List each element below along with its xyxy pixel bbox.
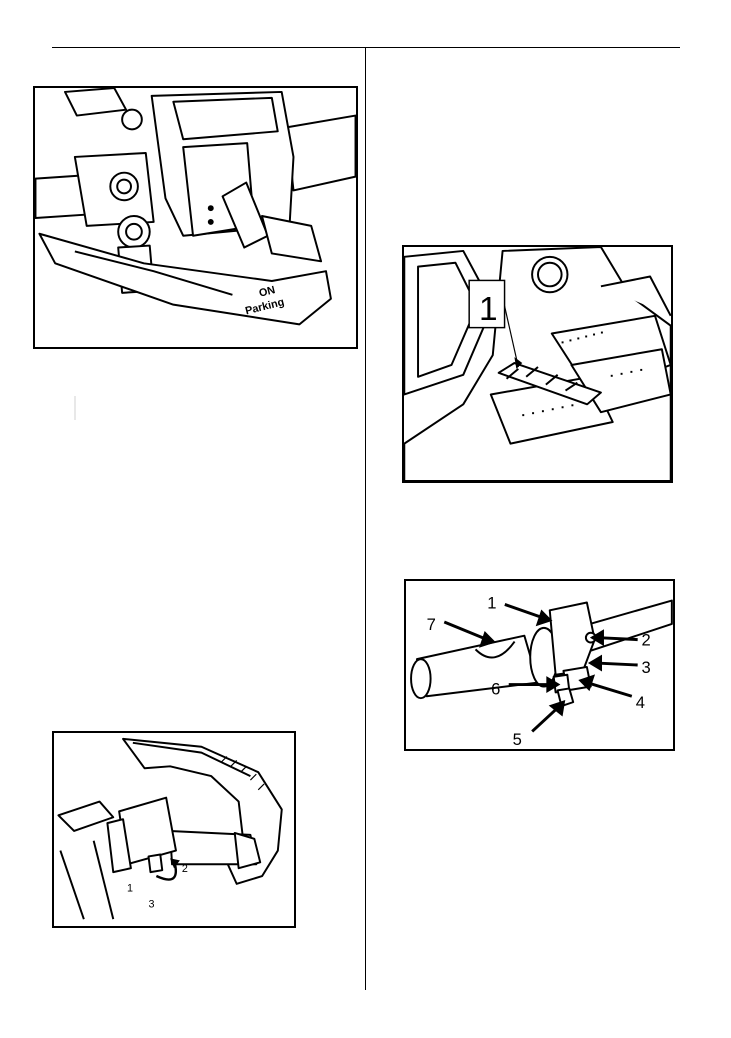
- faint-mark: [74, 396, 76, 420]
- callout-1: 1: [479, 291, 498, 328]
- callout-7: 7: [427, 615, 436, 634]
- callout-5: 5: [513, 730, 522, 749]
- switch-housing-figure: 1 2 3 4 5 6 7: [404, 579, 675, 751]
- callout-1: 1: [487, 593, 496, 612]
- footwell-illustration: 1: [404, 247, 671, 481]
- switch-housing-illustration: 1 2 3 4 5 6 7: [406, 581, 673, 749]
- hand-guard-illustration: 1 2 3: [54, 733, 294, 926]
- brake-lever-figure: ON Parking: [33, 86, 358, 349]
- callout-3: 3: [149, 898, 155, 910]
- footwell-figure: 1: [402, 245, 673, 483]
- callout-2: 2: [642, 630, 651, 649]
- callout-3: 3: [642, 658, 651, 677]
- header-rule: [52, 47, 680, 48]
- callout-2: 2: [182, 863, 188, 875]
- callout-4: 4: [636, 693, 645, 712]
- brake-lever-illustration: ON Parking: [35, 88, 356, 347]
- column-divider: [365, 48, 366, 990]
- callout-6: 6: [491, 679, 500, 698]
- callout-1: 1: [127, 883, 133, 895]
- hand-guard-figure: 1 2 3: [52, 731, 296, 928]
